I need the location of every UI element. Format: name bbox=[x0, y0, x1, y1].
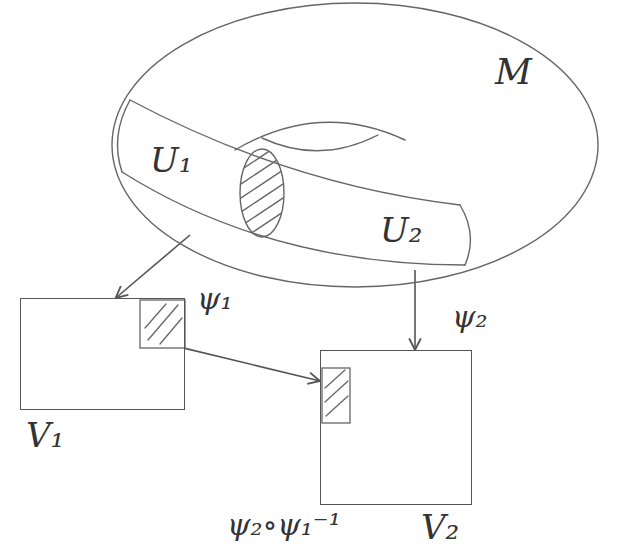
hatch-line bbox=[238, 224, 286, 256]
hatch-line bbox=[238, 182, 286, 214]
mapping-arrow bbox=[185, 348, 320, 381]
hatch-line bbox=[238, 210, 286, 242]
hatched-overlap-image bbox=[140, 300, 350, 423]
chart-image-rect: V₁ bbox=[20, 298, 185, 410]
band-edge bbox=[130, 100, 460, 205]
node-label: M bbox=[495, 52, 532, 92]
hatch-line bbox=[238, 140, 286, 172]
chart-domain: U₁ bbox=[145, 138, 235, 235]
hatch-line bbox=[148, 305, 178, 340]
chart-image-rect: V₂ bbox=[320, 350, 472, 505]
manifold-torus: U₁ U₂ M bbox=[110, 0, 600, 290]
hatch-line bbox=[238, 154, 286, 186]
band-edge bbox=[122, 172, 465, 265]
hatch-line bbox=[238, 196, 286, 228]
chart-label: V₂ bbox=[421, 509, 459, 546]
hatch-line bbox=[238, 168, 286, 200]
torus-hole-edge bbox=[262, 135, 378, 151]
torus-outer-edge bbox=[112, 3, 598, 287]
map-label: ψ₂ bbox=[450, 300, 490, 333]
overlap-image-outline bbox=[140, 300, 185, 348]
band-end bbox=[460, 205, 470, 265]
hatch-line bbox=[326, 396, 348, 416]
torus-drawing bbox=[112, 3, 598, 287]
map-label: ψ₁ bbox=[195, 282, 235, 315]
node-label: U₁ bbox=[150, 142, 192, 179]
overlap-hatching bbox=[238, 140, 286, 256]
band-end bbox=[118, 100, 131, 172]
hatch-line bbox=[145, 304, 166, 328]
hatch-line bbox=[160, 318, 182, 344]
chart-domain: U₂ bbox=[375, 210, 455, 270]
overlap-image-outline bbox=[322, 368, 350, 423]
chart-label: V₁ bbox=[26, 417, 64, 454]
hatch-line bbox=[325, 370, 345, 388]
overlap-region bbox=[240, 149, 284, 237]
map-label: ψ₂∘ψ₁⁻¹ bbox=[225, 508, 343, 541]
torus-hole-edge bbox=[235, 122, 405, 150]
mapping-arrow bbox=[116, 235, 190, 298]
node-label: U₂ bbox=[380, 212, 422, 249]
